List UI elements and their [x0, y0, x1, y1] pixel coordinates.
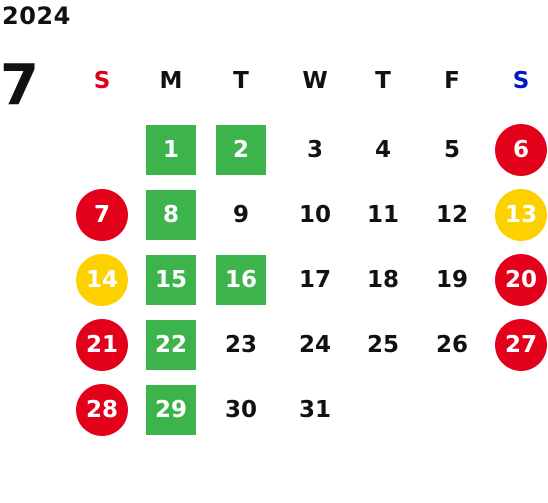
day-13[interactable]: 13: [495, 189, 547, 241]
weekday-mon: M: [159, 68, 183, 94]
day-5[interactable]: 5: [443, 137, 460, 163]
day-9[interactable]: 9: [232, 202, 249, 228]
day-27[interactable]: 27: [495, 319, 547, 371]
day-12[interactable]: 12: [435, 202, 468, 228]
day-14[interactable]: 14: [76, 254, 128, 306]
day-6[interactable]: 6: [495, 124, 547, 176]
day-23[interactable]: 23: [224, 332, 257, 358]
weekday-sun: S: [93, 68, 111, 94]
weekday-sat: S: [512, 68, 530, 94]
day-8[interactable]: 8: [146, 190, 196, 240]
calendar-year: 2024: [2, 2, 71, 30]
day-15[interactable]: 15: [146, 255, 196, 305]
day-1[interactable]: 1: [146, 125, 196, 175]
day-29[interactable]: 29: [146, 385, 196, 435]
weekday-tue: T: [233, 68, 249, 94]
day-7[interactable]: 7: [76, 189, 128, 241]
day-10[interactable]: 10: [298, 202, 331, 228]
weekday-wed: W: [302, 68, 328, 94]
day-28[interactable]: 28: [76, 384, 128, 436]
day-11[interactable]: 11: [366, 202, 399, 228]
day-2[interactable]: 2: [216, 125, 266, 175]
calendar-month: 7: [0, 53, 39, 118]
day-19[interactable]: 19: [435, 267, 468, 293]
day-3[interactable]: 3: [306, 137, 323, 163]
day-24[interactable]: 24: [298, 332, 331, 358]
day-30[interactable]: 30: [224, 397, 257, 423]
day-22[interactable]: 22: [146, 320, 196, 370]
day-17[interactable]: 17: [298, 267, 331, 293]
day-20[interactable]: 20: [495, 254, 547, 306]
day-31[interactable]: 31: [298, 397, 331, 423]
day-18[interactable]: 18: [366, 267, 399, 293]
day-21[interactable]: 21: [76, 319, 128, 371]
weekday-fri: F: [444, 68, 460, 94]
day-4[interactable]: 4: [374, 137, 391, 163]
day-26[interactable]: 26: [435, 332, 468, 358]
weekday-thu: T: [375, 68, 391, 94]
day-16[interactable]: 16: [216, 255, 266, 305]
day-25[interactable]: 25: [366, 332, 399, 358]
